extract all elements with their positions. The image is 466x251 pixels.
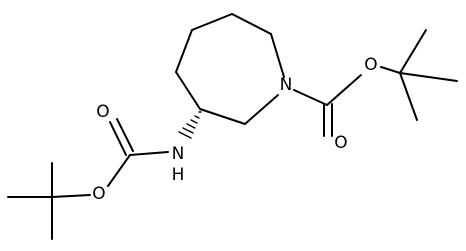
atom-carbonyl-o-left: O bbox=[96, 102, 109, 122]
atom-ring-n: N bbox=[280, 75, 293, 95]
bond-n1-c-carbonyl bbox=[293, 89, 328, 106]
bond-tbu-me3 bbox=[399, 72, 418, 121]
bond-carbonyl-double-a bbox=[109, 121, 127, 156]
atom-label-nh-n: N bbox=[172, 144, 185, 164]
atom-label-o4: O bbox=[92, 184, 105, 204]
atom-label-nh-h: H bbox=[172, 165, 185, 185]
bond-c3-c4 bbox=[191, 13, 233, 31]
atom-label-o3: O bbox=[96, 102, 109, 122]
atom-carbonyl-o-right: O bbox=[334, 133, 347, 153]
bond-tbu-me2 bbox=[399, 72, 458, 82]
atom-amine-nh: N H bbox=[172, 144, 185, 185]
bond-o-tbu bbox=[380, 66, 401, 74]
boc-group-left bbox=[7, 118, 169, 240]
bond-c5-c6 bbox=[175, 71, 201, 110]
bond-c6-c7 bbox=[199, 108, 246, 125]
bond-c2-c3 bbox=[231, 13, 272, 35]
hashed-wedge-bond bbox=[178, 111, 202, 139]
atom-label-o1: O bbox=[334, 133, 347, 153]
bond-c4-c5 bbox=[175, 29, 193, 73]
bond-nh-c-carbonyl bbox=[129, 151, 169, 156]
bond-n1-c2 bbox=[270, 33, 285, 78]
bond-o-tbu bbox=[51, 194, 91, 198]
atom-label-n1: N bbox=[280, 75, 293, 95]
atom-label-o2: O bbox=[364, 55, 377, 75]
atom-ester-o-left: O bbox=[92, 184, 105, 204]
atom-ester-o-right: O bbox=[364, 55, 377, 75]
bond-tbu-me1 bbox=[399, 29, 427, 74]
bond-carbonyl-double-b bbox=[116, 118, 134, 152]
bond-c7-n1 bbox=[244, 94, 279, 125]
bond-carbonyl-o-ester bbox=[326, 74, 362, 106]
boc-group-right bbox=[293, 29, 458, 137]
bond-carbonyl-o-ester bbox=[107, 154, 131, 187]
azepane-ring bbox=[175, 13, 285, 125]
atom-labels: N O O N H O O bbox=[92, 55, 377, 204]
